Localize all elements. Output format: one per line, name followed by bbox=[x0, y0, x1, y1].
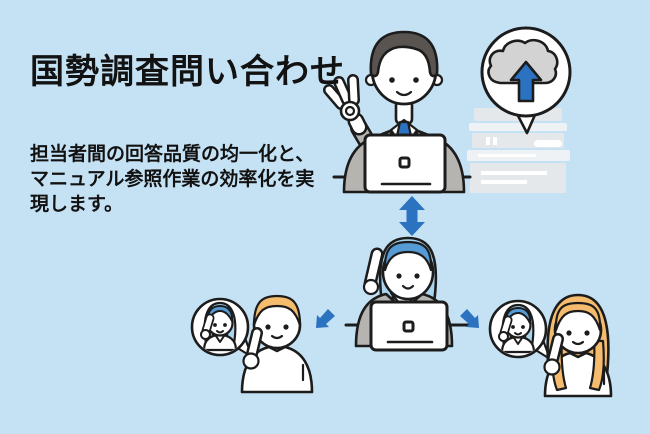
page-description: 担当者間の回答品質の均一化と、 マニュアル参照作業の効率化を実 現します。 bbox=[30, 144, 315, 216]
operator-illustration bbox=[344, 236, 474, 352]
laptop-icon bbox=[363, 133, 447, 194]
caller-male-illustration bbox=[240, 294, 314, 394]
sync-arrow-icon bbox=[399, 196, 425, 236]
operator-bubble-left bbox=[190, 297, 254, 359]
caller-female-group bbox=[488, 293, 613, 398]
page-title: 国勢調査問い合わせ bbox=[30, 53, 345, 91]
ok-hand-sign bbox=[323, 74, 361, 122]
phone-handset-icon bbox=[242, 327, 263, 370]
arrow-down-right-icon bbox=[460, 309, 479, 328]
cloud-upload-icon bbox=[480, 26, 572, 135]
phone-handset-icon bbox=[362, 247, 384, 296]
arrow-down-left-icon bbox=[316, 309, 335, 328]
caller-female-illustration bbox=[543, 293, 613, 398]
phone-handset-icon bbox=[543, 333, 564, 376]
manuals-stack-icon bbox=[467, 108, 570, 193]
operator-bubble-right bbox=[488, 299, 552, 361]
laptop-icon bbox=[369, 300, 449, 352]
manager-illustration bbox=[323, 30, 472, 194]
caller-male-group bbox=[190, 294, 314, 394]
